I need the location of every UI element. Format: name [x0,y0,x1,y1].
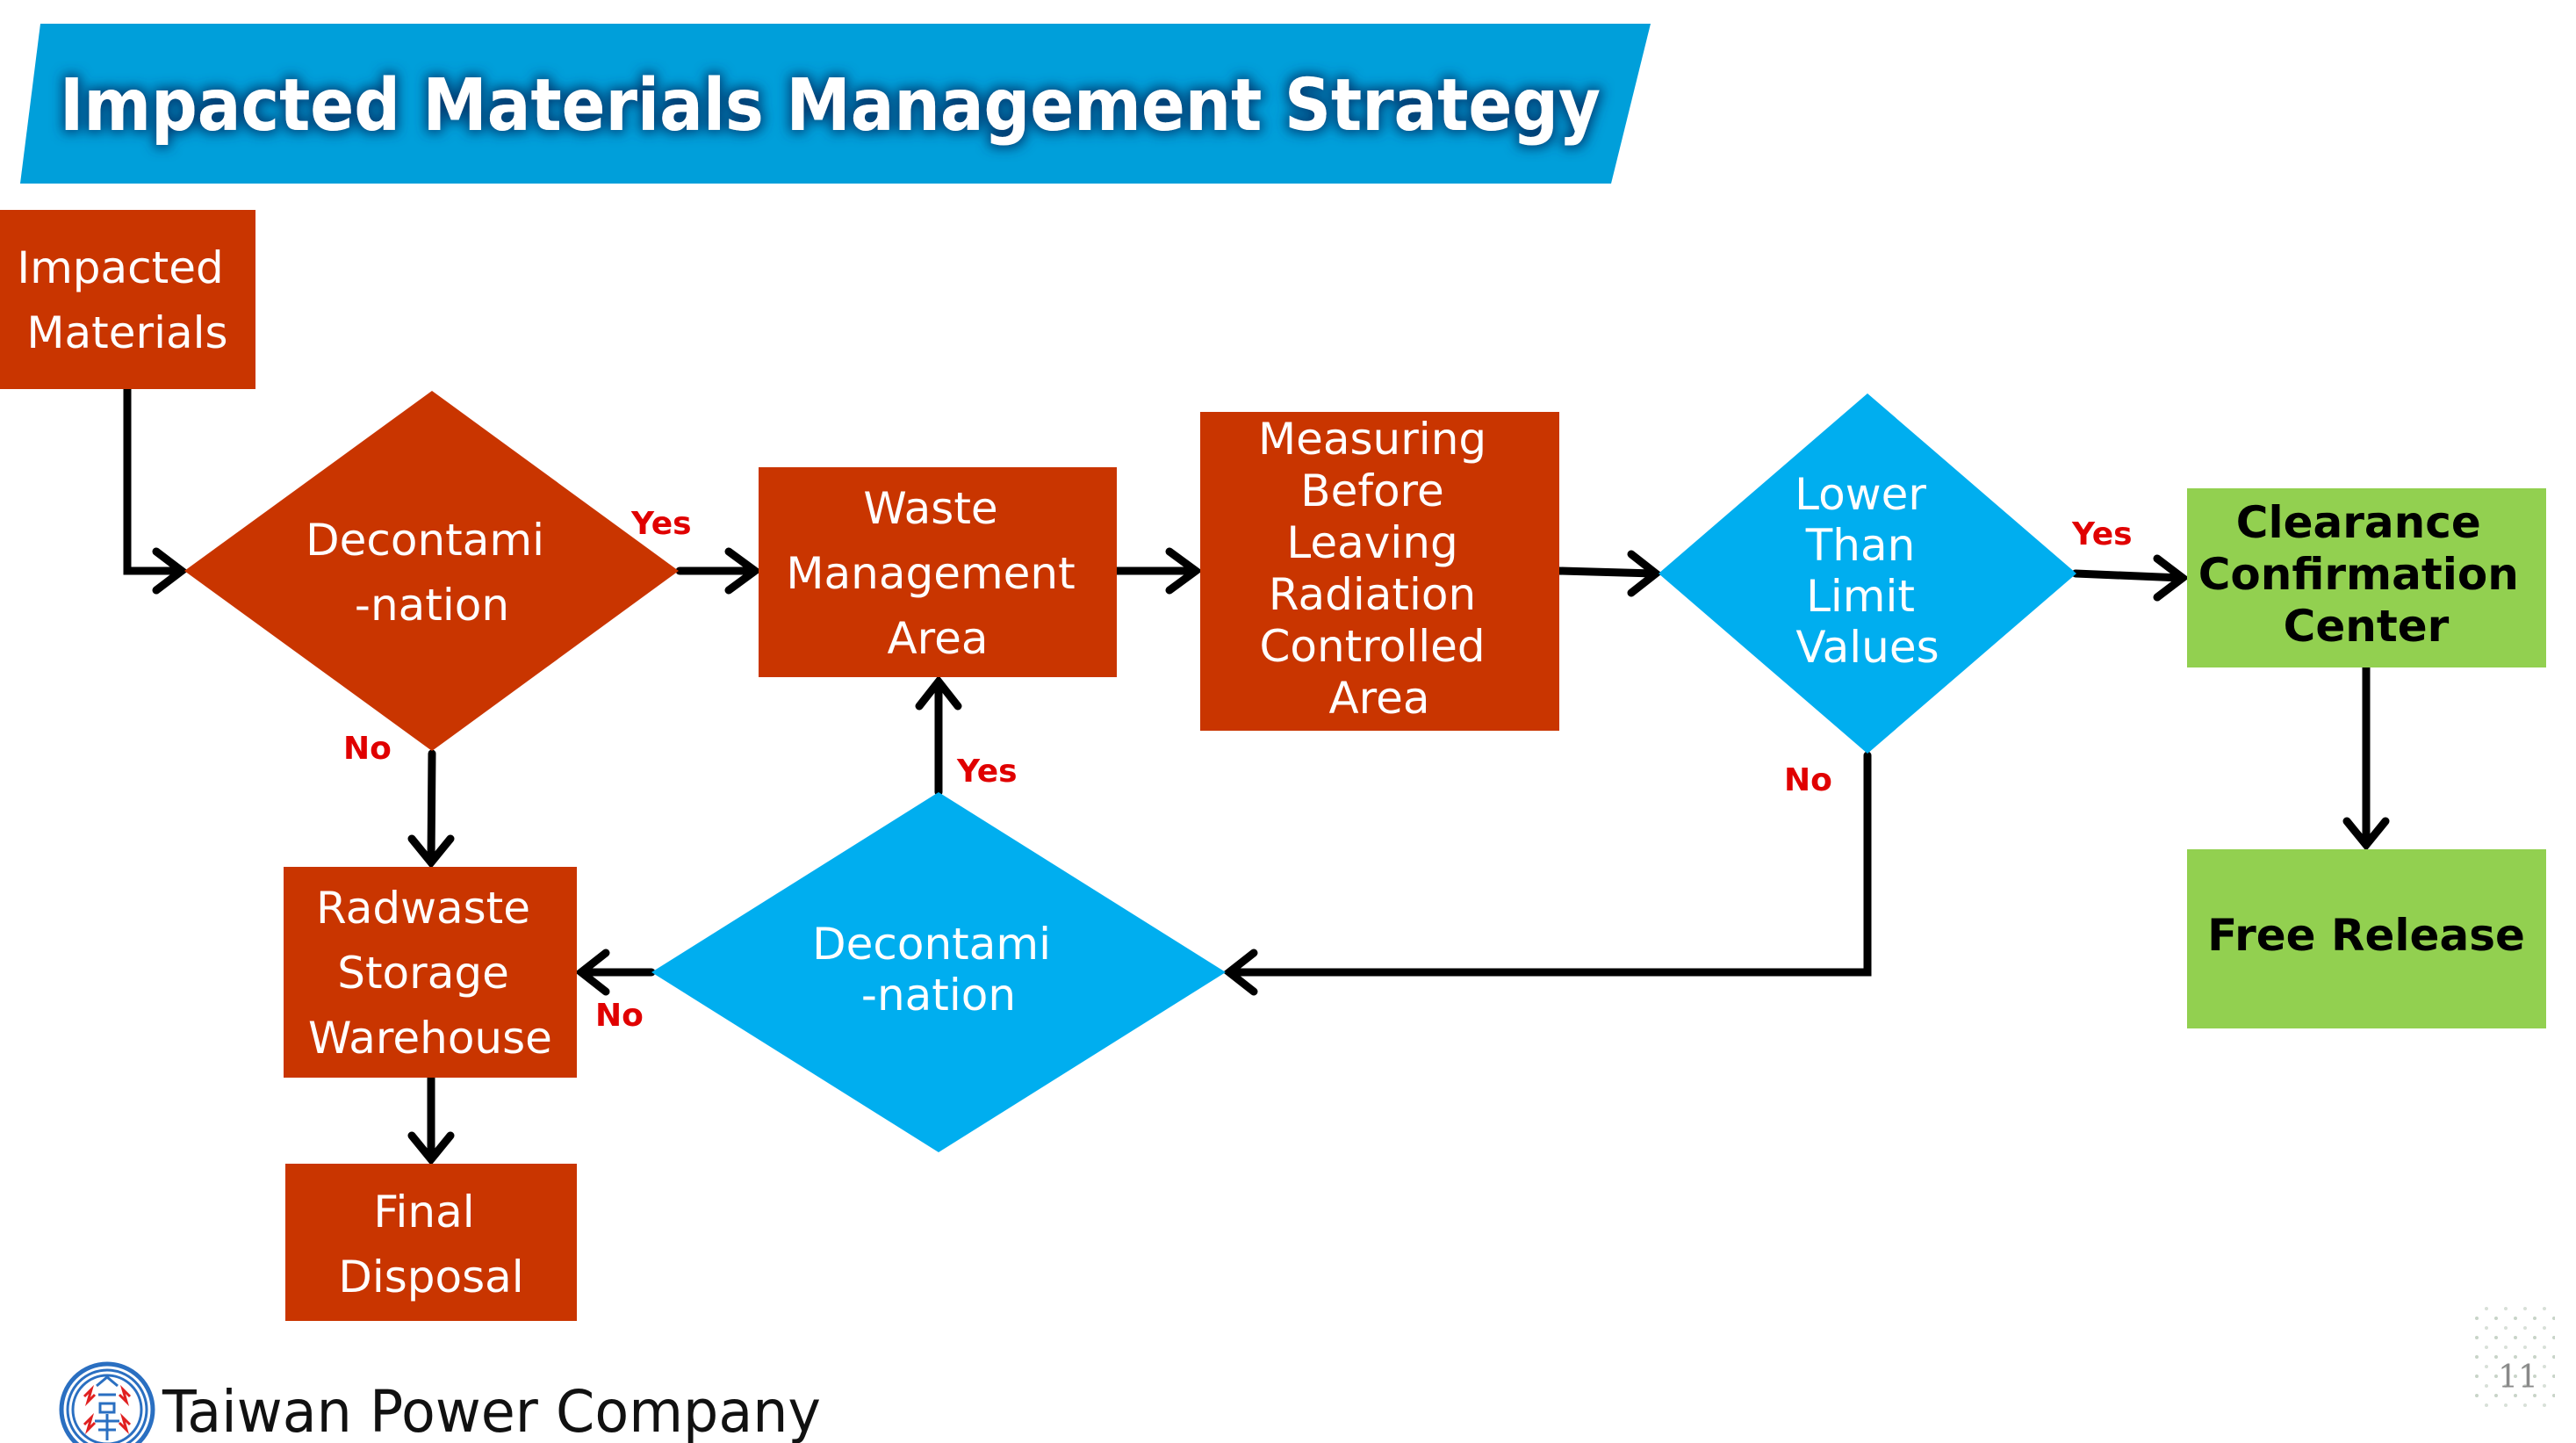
arrowhead-icon [2342,817,2390,852]
arrowhead-icon [1222,949,1258,996]
node-label: Measuring Before Leaving Radiation Contr… [1258,414,1500,724]
arrowhead-icon [574,949,610,996]
node-label-line: Area [1328,673,1429,724]
node-label-line: Confirmation [2198,549,2519,600]
node-label-line: Final [373,1187,474,1237]
label-yes-lower: Yes [2071,516,2133,552]
connectors [123,385,2390,1166]
connector-lower-to-decontam2 [1227,751,1872,977]
node-clearance-center[interactable]: Clearance Confirmation Center [2187,488,2546,667]
node-label-line: Before [1300,465,1443,516]
arrowhead-icon [407,834,455,869]
node-label-line: -nation [355,580,509,631]
node-waste-management-area[interactable]: Waste Management Area [759,467,1117,677]
node-label-line: Disposal [338,1252,523,1302]
node-label-line: Radwaste [316,883,530,934]
node-label: Radwaste Storage Warehouse [308,883,552,1064]
node-label-line: Waste [863,483,997,534]
title-banner-shape [20,24,1651,184]
decision-diamond [651,792,1226,1152]
arrowhead-icon [1165,547,1203,595]
node-label: Lower Than Limit Values [1795,469,1940,673]
process-box [285,1164,577,1321]
arrowhead-icon [915,675,962,711]
node-label-line: Materials [26,307,227,358]
arrowhead-icon [2153,554,2190,602]
node-label: Waste Management Area [786,483,1089,664]
node-free-release[interactable]: Free Release [2187,849,2546,1028]
process-box [284,867,577,1078]
node-label: Impacted Materials [17,242,237,358]
node-label-line: Decontami [812,919,1051,970]
page-number-background [2474,1307,2555,1412]
taipower-logo-icon [59,1361,155,1443]
node-label-line: Measuring [1258,414,1486,465]
node-label: Decontami -nation [306,515,558,631]
node-decontamination-2[interactable]: Decontami -nation [651,792,1226,1152]
connector-impacted-to-decontam1 [123,385,184,575]
connector-measuring-to-lower [1555,566,1659,578]
node-label-line: Limit [1806,571,1915,622]
node-label-line: Radiation [1269,569,1476,620]
arrowhead-icon [407,1131,455,1166]
node-label-line: Impacted [17,242,223,293]
slide-title: Impacted Materials Management Strategy [60,64,1601,148]
terminal-box [2187,849,2546,1028]
label-yes-decontam1: Yes [630,506,692,542]
node-label-line: Values [1795,622,1939,673]
node-label: Final Disposal [338,1187,523,1302]
node-label-line: Than [1805,520,1916,571]
footer: Taiwan Power Company 11 [59,1307,2555,1443]
connector-decontam1-to-radwaste [427,749,436,865]
node-lower-than-limit[interactable]: Lower Than Limit Values [1659,393,2076,754]
decision-diamond [184,391,679,751]
label-no-lower: No [1784,762,1832,798]
label-no-decontam2: No [595,998,644,1034]
node-label: Clearance Confirmation Center [2198,497,2535,652]
label-no-decontam1: No [343,731,392,767]
node-label-line: Warehouse [308,1013,552,1064]
node-final-disposal[interactable]: Final Disposal [285,1164,577,1321]
node-label-line: Free Release [2207,910,2525,961]
process-box [1200,412,1559,731]
node-label-line: Storage [337,948,509,999]
node-measuring[interactable]: Measuring Before Leaving Radiation Contr… [1200,412,1559,731]
node-label: Free Release [2207,910,2525,961]
decision-diamond [1659,393,2076,754]
page-number: 11 [2498,1360,2538,1396]
title-banner: Impacted Materials Management Strategy [20,24,1651,184]
node-label-line: Lower [1795,469,1926,520]
arrowhead-icon [152,547,189,595]
label-yes-decontam2: Yes [956,754,1018,790]
node-label-line: Leaving [1286,517,1457,568]
node-decontamination-1[interactable]: Decontami -nation [184,391,679,751]
arrowhead-icon [1627,550,1663,597]
terminal-box [2187,488,2546,667]
node-radwaste-storage[interactable]: Radwaste Storage Warehouse [284,867,577,1078]
company-name: Taiwan Power Company [162,1378,821,1443]
node-label-line: Area [887,613,988,664]
arrowhead-icon [724,547,762,595]
node-label-line: -nation [861,970,1016,1021]
process-box [759,467,1117,677]
node-label-line: Decontami [306,515,544,566]
node-label-line: Management [786,548,1075,599]
node-impacted-materials[interactable]: Impacted Materials [0,210,255,389]
node-label-line: Controlled [1259,621,1485,672]
process-box [0,210,255,389]
connector-lower-to-clearance [2071,569,2185,582]
node-label-line: Clearance [2236,497,2481,548]
node-label: Decontami -nation [812,919,1065,1021]
node-label-line: Center [2284,601,2450,652]
branch-labels: Yes No Yes No Yes No [343,506,2133,1034]
